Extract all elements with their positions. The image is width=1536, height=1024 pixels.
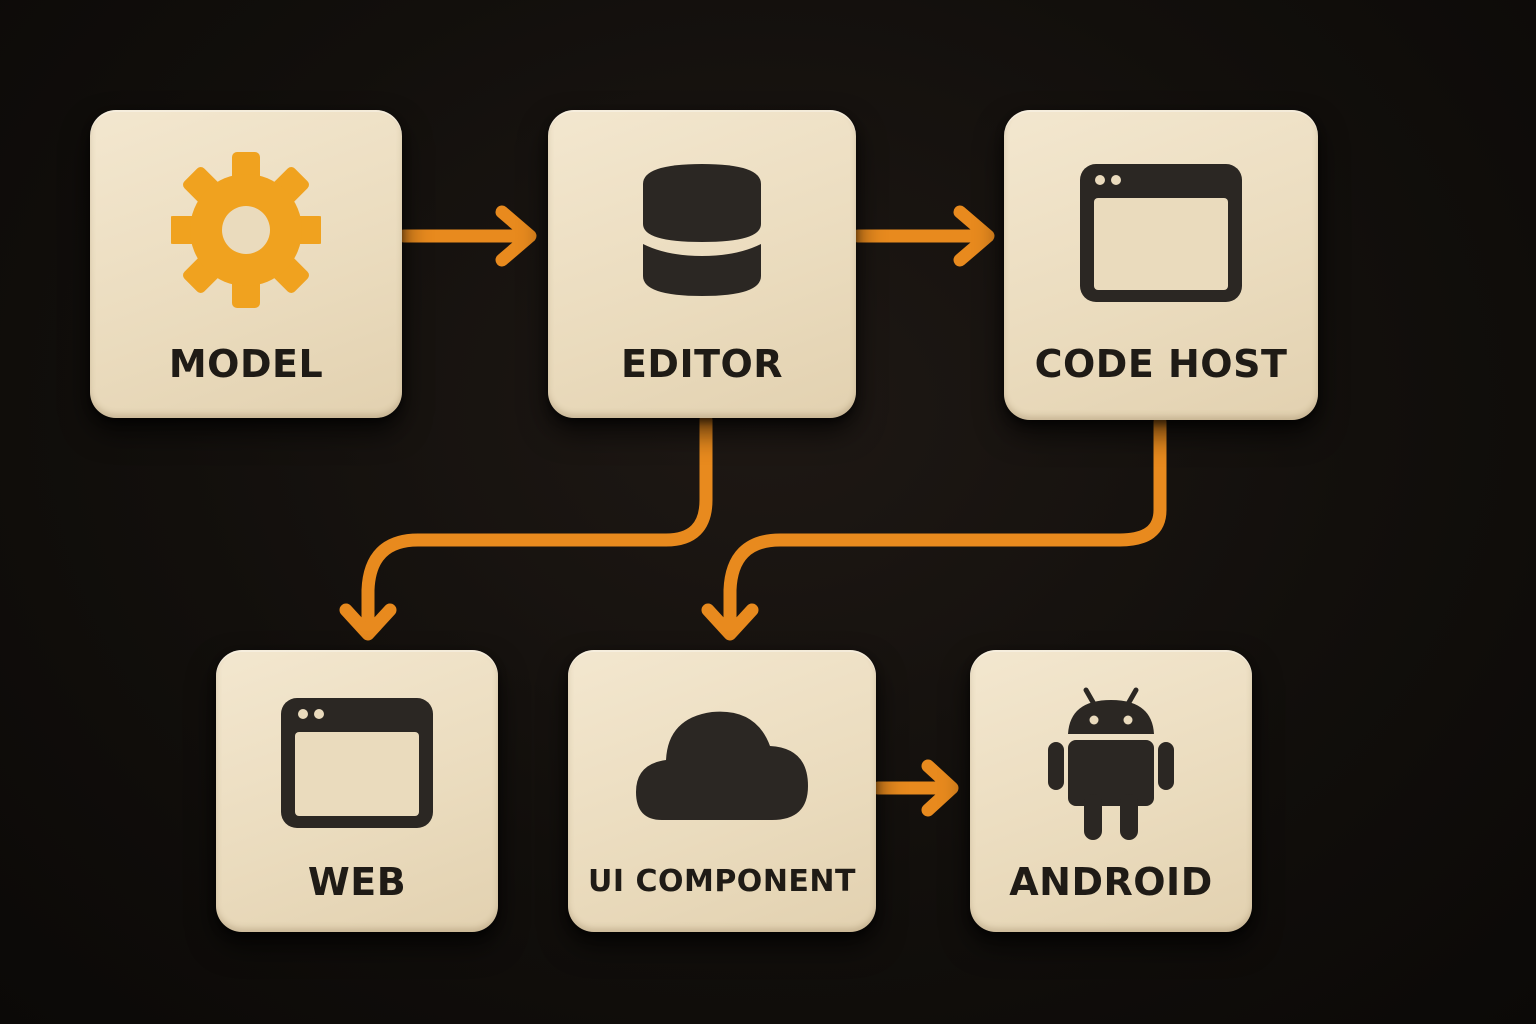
database-icon	[643, 164, 761, 296]
gear-icon	[171, 152, 321, 308]
node-android[interactable]: ANDROID	[970, 650, 1252, 932]
node-label: MODEL	[168, 342, 324, 386]
node-label: WEB	[307, 860, 407, 904]
node-label: ANDROID	[1009, 860, 1213, 904]
node-code-host[interactable]: CODE HOST	[1004, 110, 1318, 420]
arrow-uicomponent-to-android	[871, 759, 959, 817]
node-ui-component[interactable]: UI COMPONENT	[568, 650, 876, 932]
android-icon	[1048, 687, 1174, 840]
browser-window-icon	[281, 698, 433, 828]
arrow-model-to-editor	[397, 205, 537, 267]
node-editor[interactable]: EDITOR	[548, 110, 856, 418]
node-label: UI COMPONENT	[587, 864, 856, 899]
node-label: EDITOR	[620, 342, 784, 386]
node-model[interactable]: MODEL	[90, 110, 402, 418]
arrow-editor-to-web	[339, 413, 713, 641]
cloud-icon	[636, 711, 808, 820]
arrow-codehost-to-uicomponent	[701, 415, 1167, 641]
browser-window-icon	[1080, 164, 1242, 302]
node-label: CODE HOST	[1034, 342, 1288, 386]
node-web[interactable]: WEB	[216, 650, 498, 932]
arrow-editor-to-codehost	[851, 205, 995, 267]
